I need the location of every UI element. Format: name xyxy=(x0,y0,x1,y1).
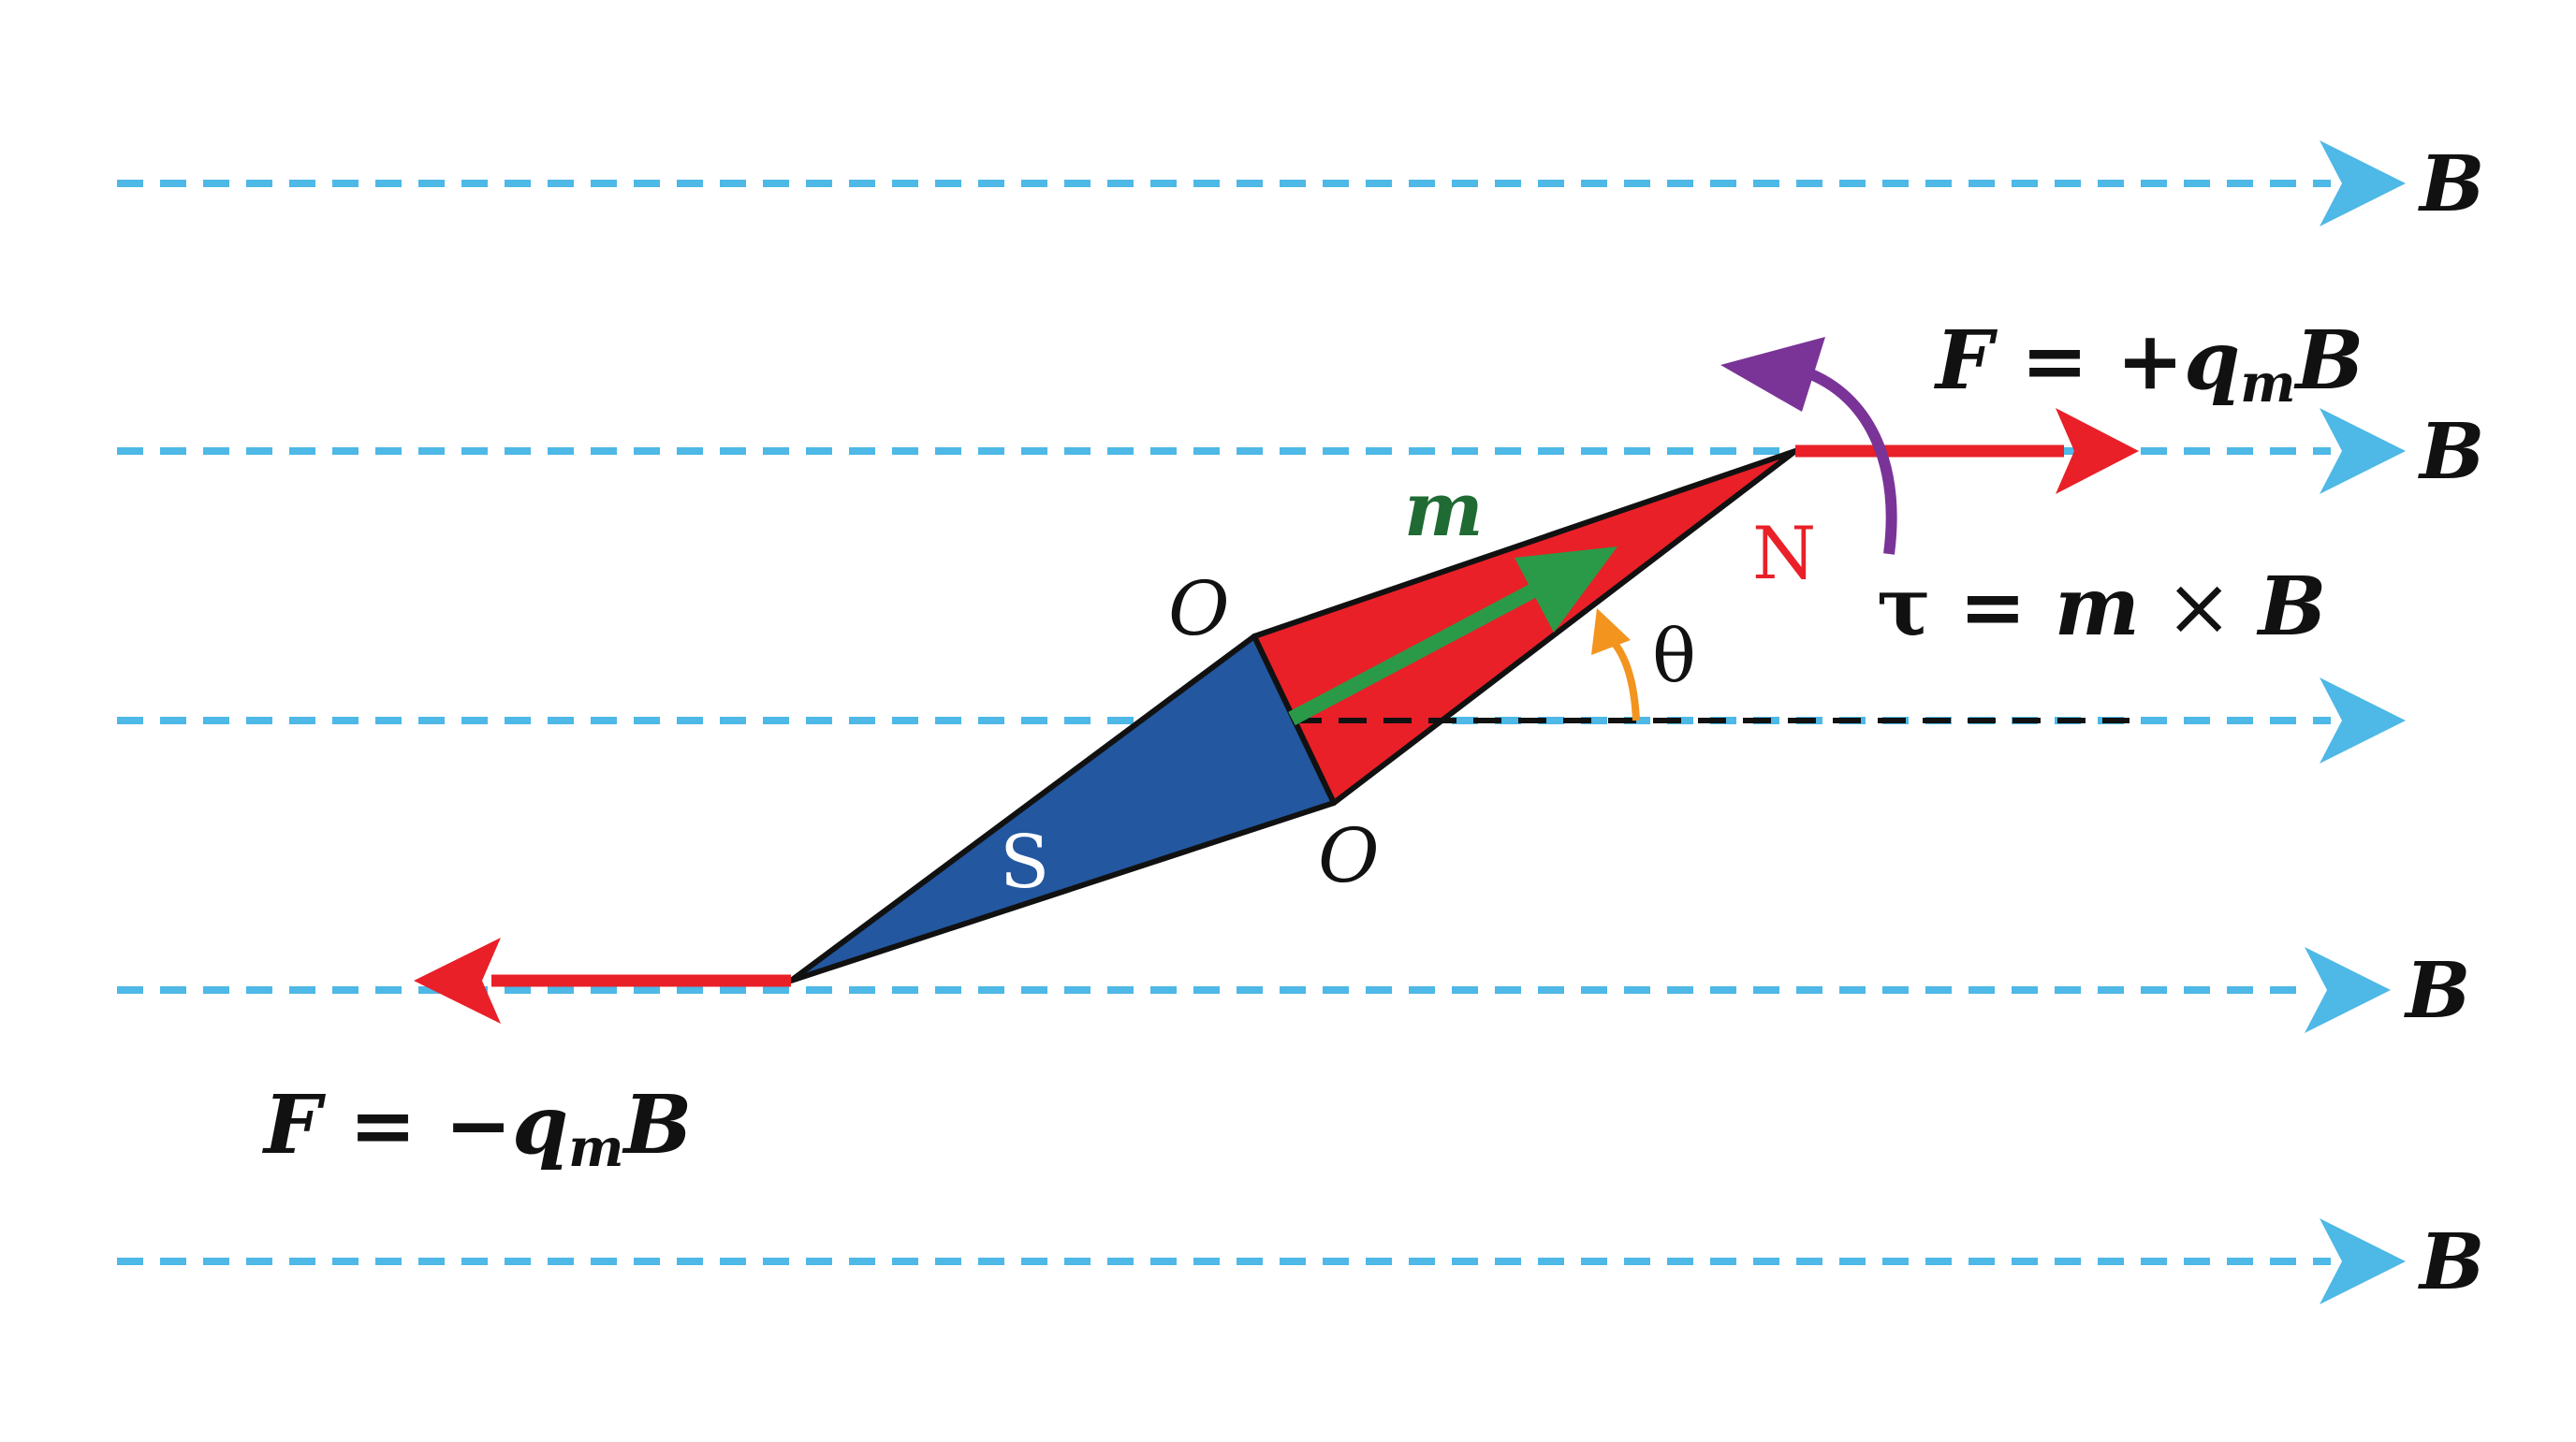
field-line-5: B xyxy=(117,1217,2484,1307)
south-pole-label: S xyxy=(1000,821,1049,905)
pivot-label-top: O xyxy=(1168,565,1230,652)
force-arrowhead-north xyxy=(2056,408,2139,494)
north-pole-half xyxy=(1251,448,1798,806)
angle-label: θ xyxy=(1652,615,1696,699)
field-arrowhead xyxy=(2320,140,2406,226)
force-arrow-north xyxy=(1795,408,2139,494)
field-line-1: B xyxy=(117,139,2484,229)
torque-arrow xyxy=(1720,337,1897,555)
force-south-label: F = −qmB xyxy=(261,1078,692,1179)
field-line-2: B xyxy=(117,407,2484,497)
torque-label: τ = m × B xyxy=(1877,560,2326,654)
field-label: B xyxy=(2418,139,2484,229)
south-pole-half xyxy=(788,634,1337,983)
field-arrowhead xyxy=(2320,408,2406,494)
moment-arrowhead xyxy=(1515,546,1617,633)
moment-arrow xyxy=(1288,546,1617,726)
force-north-label: F = +qmB xyxy=(1933,313,2364,415)
torque-arrowhead xyxy=(1720,337,1825,412)
field-line-3 xyxy=(117,677,2406,764)
pivot-label-bottom: O xyxy=(1318,812,1380,899)
field-label: B xyxy=(2418,1217,2484,1307)
field-arrowhead xyxy=(2320,1218,2406,1304)
force-arrow-south xyxy=(414,938,791,1024)
force-arrowhead-south xyxy=(414,938,501,1024)
field-arrowhead xyxy=(2320,677,2406,764)
moment-label: m xyxy=(1404,465,1484,553)
angle-arrow xyxy=(1591,608,1640,721)
field-label: B xyxy=(2418,407,2484,497)
north-pole-label: N xyxy=(1752,512,1816,596)
angle-arrowhead xyxy=(1591,608,1631,655)
field-arrowhead xyxy=(2305,947,2391,1033)
field-label: B xyxy=(2404,946,2470,1036)
